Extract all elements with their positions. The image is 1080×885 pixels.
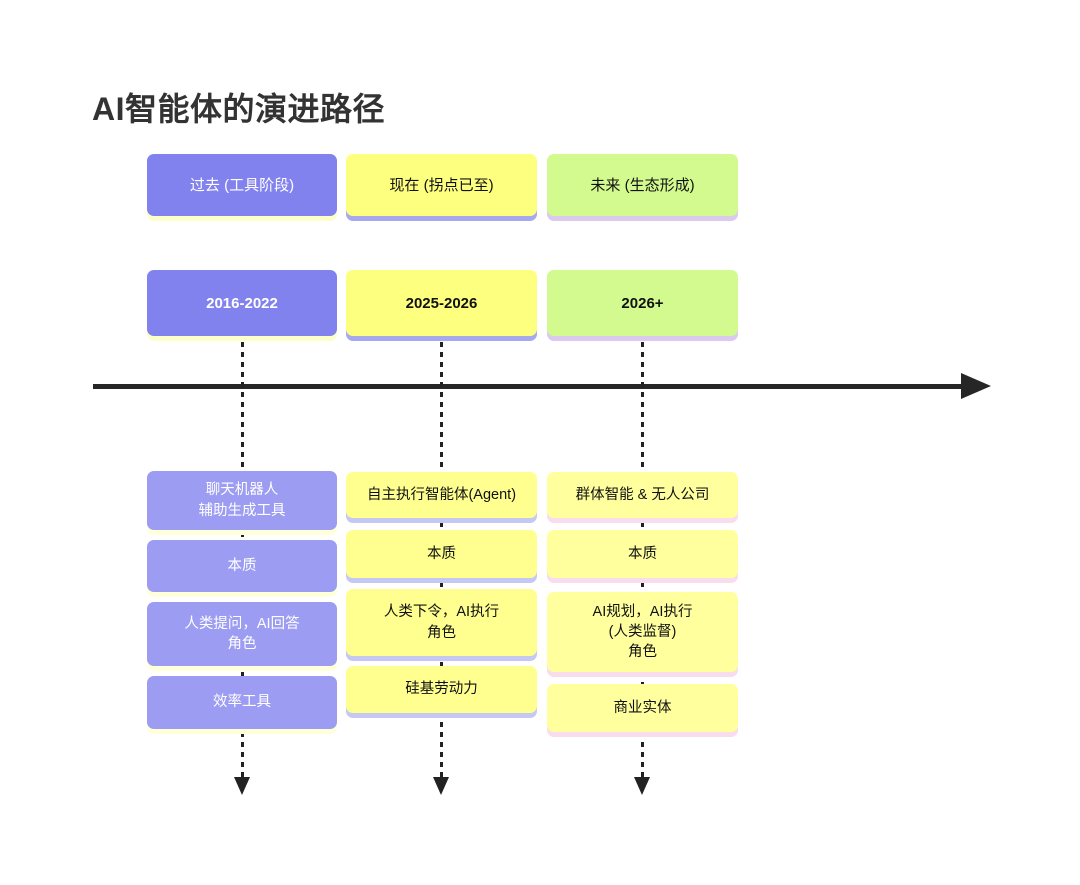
item-box-present-2: 本质	[346, 530, 537, 578]
stage-header-past: 过去 (工具阶段)	[147, 154, 337, 216]
arrow-right-icon	[961, 373, 991, 399]
timeline-axis	[93, 384, 963, 389]
stage-header-future: 未来 (生态形成)	[547, 154, 738, 216]
item-box-future-2: 本质	[547, 530, 738, 578]
diagram-title: AI智能体的演进路径	[92, 91, 386, 127]
arrow-down-icon	[234, 777, 250, 795]
item-box-present-1: 自主执行智能体(Agent)	[346, 472, 537, 518]
period-box-past: 2016-2022	[147, 270, 337, 336]
item-box-future-1: 群体智能 & 无人公司	[547, 472, 738, 518]
arrow-down-icon	[634, 777, 650, 795]
period-box-present: 2025-2026	[346, 270, 537, 336]
item-box-future-4: 商业实体	[547, 684, 738, 732]
item-box-past-3: 人类提问，AI回答 角色	[147, 602, 337, 666]
item-box-past-4: 效率工具	[147, 676, 337, 729]
item-box-present-3: 人类下令，AI执行 角色	[346, 589, 537, 656]
item-box-past-1: 聊天机器人 辅助生成工具	[147, 471, 337, 530]
arrow-down-icon	[433, 777, 449, 795]
period-box-future: 2026+	[547, 270, 738, 336]
item-box-present-4: 硅基劳动力	[346, 666, 537, 713]
stage-header-present: 现在 (拐点已至)	[346, 154, 537, 216]
item-box-future-3: AI规划，AI执行 (人类监督) 角色	[547, 592, 738, 672]
item-box-past-2: 本质	[147, 540, 337, 592]
